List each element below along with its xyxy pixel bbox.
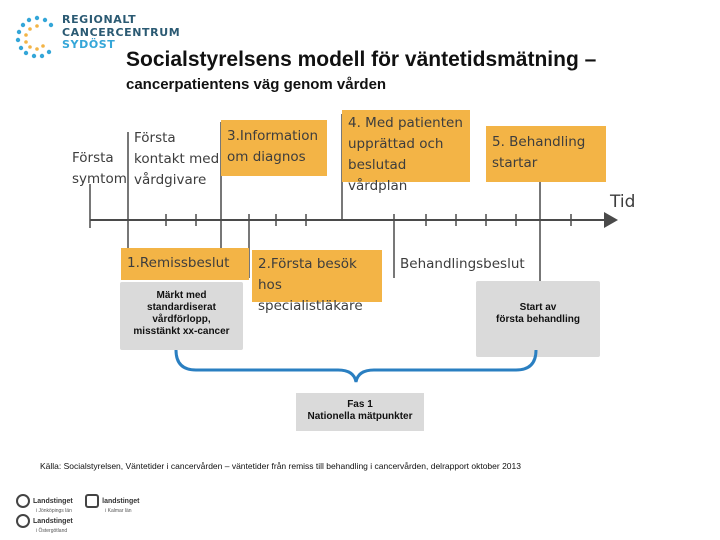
- footer-logos: Landstinget i Jönköpings län landstinget…: [16, 494, 186, 534]
- box-forsta-besok-line-1: 2.Första besök hos: [258, 256, 357, 293]
- rcc-logo-text: REGIONALT CANCERCENTRUM SYDÖST: [62, 13, 181, 52]
- box-information-line-1: 3.Information: [227, 128, 319, 144]
- footer-logo-ostergotland-sub: i Östergötland: [36, 528, 68, 534]
- box-upprattad-vardplan: 4. Med patienten upprättad och beslutad …: [342, 110, 470, 194]
- box-behandling-startar: 5. Behandling startar: [486, 126, 606, 182]
- label-behandlingsbeslut: Behandlingsbeslut: [400, 256, 525, 272]
- box-remissbeslut: 1.Remissbeslut: [121, 248, 249, 280]
- landsting-jonkoping-icon: [16, 494, 30, 508]
- grey-left-line-4: misstänkt xx-cancer: [133, 326, 230, 337]
- grey-left-line-2: standardiserat: [147, 302, 216, 313]
- timeline-axis: [89, 114, 618, 298]
- fas-line-2: Nationella mätpunkter: [307, 411, 413, 422]
- grey-right-line-1: Start av: [519, 302, 557, 313]
- box-behandling-line-2: startar: [492, 155, 538, 171]
- footer-logo-jonkoping-name: Landstinget: [33, 497, 73, 505]
- footer-logo-jonkoping: Landstinget i Jönköpings län: [16, 494, 73, 514]
- fas-line-1: Fas 1: [347, 399, 373, 410]
- landsting-kalmar-icon: [85, 494, 100, 508]
- box-upprattad-line-3: beslutad vårdplan: [348, 157, 408, 194]
- label-forsta-symtom: Första symtom: [72, 148, 127, 190]
- logo-line-1: REGIONALT: [62, 13, 137, 26]
- label-forsta-kontakt-line-3: vårdgivare: [134, 172, 207, 188]
- box-forsta-besok: 2.Första besök hos specialistläkare: [252, 250, 382, 314]
- box-markt-med-standardiserat-vardforlopp: Märkt med standardiserat vårdförlopp, mi…: [120, 282, 243, 350]
- grey-right-line-2: första behandling: [496, 314, 580, 325]
- label-forsta-kontakt-line-2: kontakt med: [134, 151, 220, 167]
- footer-logo-kalmar-name: landstinget: [102, 497, 140, 505]
- box-information-om-diagnos: 3.Information om diagnos: [221, 120, 327, 176]
- grey-left-line-3: vårdförlopp,: [152, 314, 211, 325]
- box-start-av-forsta-behandling: Start av första behandling: [476, 281, 600, 357]
- footer-logo-jonkoping-sub: i Jönköpings län: [36, 508, 72, 514]
- box-fas-1: Fas 1 Nationella mätpunkter: [296, 393, 424, 431]
- rcc-logo-icon: [15, 15, 54, 59]
- source-text: Källa: Socialstyrelsen, Väntetider i can…: [40, 461, 521, 471]
- landsting-ostergotland-icon: [16, 514, 30, 528]
- box-upprattad-line-1: 4. Med patienten: [348, 115, 463, 131]
- box-upprattad-line-2: upprättad och: [348, 136, 444, 152]
- logo-line-3: SYDÖST: [62, 38, 116, 51]
- logo-line-2: CANCERCENTRUM: [62, 25, 181, 39]
- label-forsta-kontakt-line-1: Första: [134, 130, 176, 146]
- box-behandling-line-1: 5. Behandling: [492, 134, 586, 150]
- footer-logo-kalmar: landstinget i Kalmar län: [85, 494, 139, 514]
- box-forsta-besok-line-2: specialistläkare: [258, 298, 363, 314]
- box-information-line-2: om diagnos: [227, 149, 306, 165]
- slide-subtitle: cancerpatientens väg genom vården: [126, 76, 387, 93]
- footer-logo-ostergotland-name: Landstinget: [33, 517, 73, 525]
- footer-logo-ostergotland: Landstinget i Östergötland: [16, 514, 73, 534]
- label-forsta-symtom-line-1: Första: [72, 150, 114, 166]
- axis-label-tid: Tid: [610, 192, 636, 212]
- label-forsta-kontakt: Första kontakt med vårdgivare: [134, 128, 219, 191]
- footer-logo-kalmar-sub: i Kalmar län: [105, 508, 132, 514]
- timeline-diagram: Första symtom Första kontakt med vårdgiv…: [66, 108, 644, 314]
- slide-title: Socialstyrelsens modell för väntetidsmät…: [126, 48, 597, 71]
- grey-left-line-1: Märkt med: [156, 290, 207, 301]
- measurement-brace: [174, 349, 538, 383]
- label-forsta-symtom-line-2: symtom: [72, 171, 127, 187]
